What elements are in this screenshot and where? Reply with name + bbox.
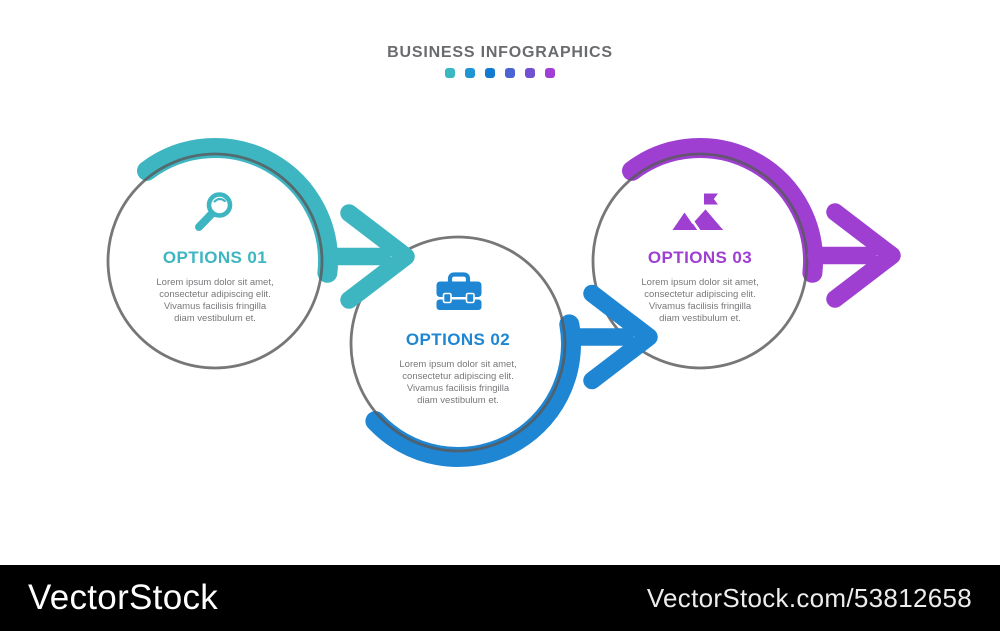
step-description-line: Lorem ipsum dolor sit amet, [156, 277, 274, 288]
mountain-flag-icon [672, 193, 723, 232]
step-1-block: OPTIONS 01 Lorem ipsum dolor sit amet, c… [120, 249, 310, 325]
step-description-line: consectetur adipiscing elit. [159, 289, 271, 300]
infographic-header: BUSINESS INFOGRAPHICS [0, 44, 1000, 78]
watermark-bar: VectorStock VectorStock.com/53812658 [0, 565, 1000, 631]
step-description-line: Vivamus facilisis fringilla [406, 383, 510, 394]
step-description: Lorem ipsum dolor sit amet, consectetur … [605, 277, 795, 325]
step-description: Lorem ipsum dolor sit amet, consectetur … [120, 277, 310, 325]
step3-progress-arc [622, 138, 823, 283]
color-dot [525, 68, 535, 78]
step3-circle-outline [591, 152, 809, 370]
step1-progress-arc [137, 138, 338, 283]
step-description: Lorem ipsum dolor sit amet, consectetur … [363, 359, 553, 407]
briefcase-icon [436, 272, 482, 310]
step-description-line: diam vestibulum et. [174, 313, 256, 324]
arrow-right-icon [807, 203, 901, 308]
step-description-line: Vivamus facilisis fringilla [648, 301, 752, 312]
color-dot [465, 68, 475, 78]
step-label: OPTIONS 01 [162, 248, 268, 267]
step-3-block: OPTIONS 03 Lorem ipsum dolor sit amet, c… [605, 249, 795, 325]
step-description-line: Lorem ipsum dolor sit amet, [399, 359, 517, 370]
step-description-line: diam vestibulum et. [417, 395, 499, 406]
step-label: OPTIONS 02 [405, 330, 511, 349]
brand-wordmark: VectorStock [28, 578, 219, 617]
color-dot [505, 68, 515, 78]
step-description-line: consectetur adipiscing elit. [644, 289, 756, 300]
step2-circle-outline [349, 235, 567, 453]
step-description-line: consectetur adipiscing elit. [402, 371, 514, 382]
step-label: OPTIONS 03 [647, 248, 753, 267]
step-description-line: Vivamus facilisis fringilla [163, 301, 267, 312]
color-dot [445, 68, 455, 78]
color-dot [485, 68, 495, 78]
infographic-canvas [106, 138, 901, 467]
color-dot [545, 68, 555, 78]
image-credit: VectorStock.com/53812658 [646, 582, 972, 613]
step-description-line: diam vestibulum et. [659, 313, 741, 324]
step2-progress-arc [365, 314, 581, 467]
arrow-right-icon [329, 204, 415, 309]
page-title: BUSINESS INFOGRAPHICS [387, 44, 613, 61]
step1-circle-outline [106, 152, 324, 370]
title-underline-dots [0, 68, 1000, 78]
step-2-block: OPTIONS 02 Lorem ipsum dolor sit amet, c… [363, 331, 553, 407]
search-icon [195, 192, 233, 231]
step-description-line: Lorem ipsum dolor sit amet, [641, 277, 759, 288]
arrow-right-icon [572, 284, 658, 390]
